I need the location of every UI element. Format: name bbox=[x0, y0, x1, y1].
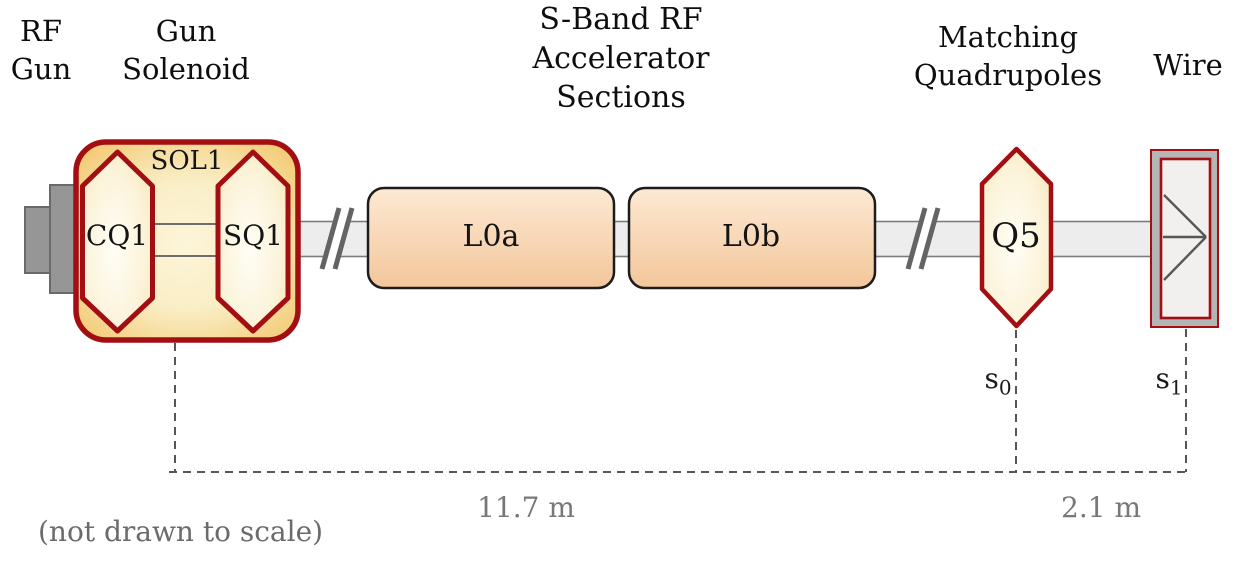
label-accelerator-sections: S-Band RF Accelerator Sections bbox=[532, 0, 709, 117]
label-accelerator-line1: S-Band RF bbox=[539, 2, 703, 37]
solenoid-inner-pipe bbox=[150, 223, 221, 257]
pipe-break-icon bbox=[905, 205, 941, 272]
label-gun-solenoid: Gun Solenoid bbox=[122, 12, 250, 88]
pipe-break-slash bbox=[905, 207, 928, 270]
label-s0: s0 bbox=[984, 362, 1011, 398]
label-distance-2-1m: 2.1 m bbox=[1061, 491, 1141, 524]
pipe-break-gap bbox=[909, 205, 937, 272]
s0-base: s bbox=[984, 362, 999, 395]
label-q5: Q5 bbox=[991, 216, 1041, 256]
pipe-break-slash bbox=[918, 207, 941, 270]
l0b-box bbox=[627, 186, 877, 290]
wire-scanner-window bbox=[1159, 157, 1212, 320]
label-sol1: SOL1 bbox=[150, 146, 224, 176]
label-not-to-scale: (not drawn to scale) bbox=[38, 515, 324, 548]
label-distance-11-7m: 11.7 m bbox=[477, 491, 575, 524]
l0a-box bbox=[366, 186, 616, 290]
label-rf-gun-line2: Gun bbox=[10, 52, 72, 86]
pipe-break-icon bbox=[319, 205, 355, 272]
label-gun-solenoid-line1: Gun bbox=[155, 14, 217, 48]
label-cq1: CQ1 bbox=[85, 219, 149, 252]
s0-subscript: 0 bbox=[998, 375, 1012, 400]
label-matching-quadrupoles: Matching Quadrupoles bbox=[914, 18, 1102, 94]
wire-fork-upper-line bbox=[1163, 194, 1207, 238]
label-l0a: L0a bbox=[462, 219, 520, 254]
label-matching-line2: Quadrupoles bbox=[913, 58, 1103, 92]
wire-fork-lower-line bbox=[1163, 236, 1207, 281]
wire-scanner bbox=[1150, 149, 1219, 328]
label-s1: s1 bbox=[1155, 362, 1182, 398]
rf-gun-shape bbox=[24, 184, 79, 294]
q5-hexagon bbox=[979, 146, 1054, 329]
label-matching-line1: Matching bbox=[937, 20, 1079, 54]
pipe-break-slash bbox=[332, 207, 355, 270]
s1-subscript: 1 bbox=[1169, 375, 1183, 400]
distance-dashed-lines bbox=[169, 329, 1187, 473]
label-sq1: SQ1 bbox=[223, 219, 283, 252]
label-accelerator-line3: Sections bbox=[556, 80, 686, 115]
label-wire: Wire bbox=[1153, 48, 1223, 82]
rf-gun-back-block bbox=[24, 206, 52, 274]
label-rf-gun-line1: RF bbox=[20, 14, 62, 48]
s1-base: s bbox=[1155, 362, 1170, 395]
pipe-break-slash bbox=[319, 207, 342, 270]
sq1-hexagon bbox=[215, 149, 291, 334]
label-gun-solenoid-line2: Solenoid bbox=[122, 52, 250, 86]
label-rf-gun: RF Gun bbox=[11, 12, 72, 88]
pipe-break-gap bbox=[323, 205, 351, 272]
beam-pipe-segment bbox=[1048, 220, 1154, 258]
cq1-hexagon bbox=[80, 149, 155, 334]
label-l0b: L0b bbox=[721, 219, 781, 254]
label-accelerator-line2: Accelerator bbox=[532, 41, 710, 76]
